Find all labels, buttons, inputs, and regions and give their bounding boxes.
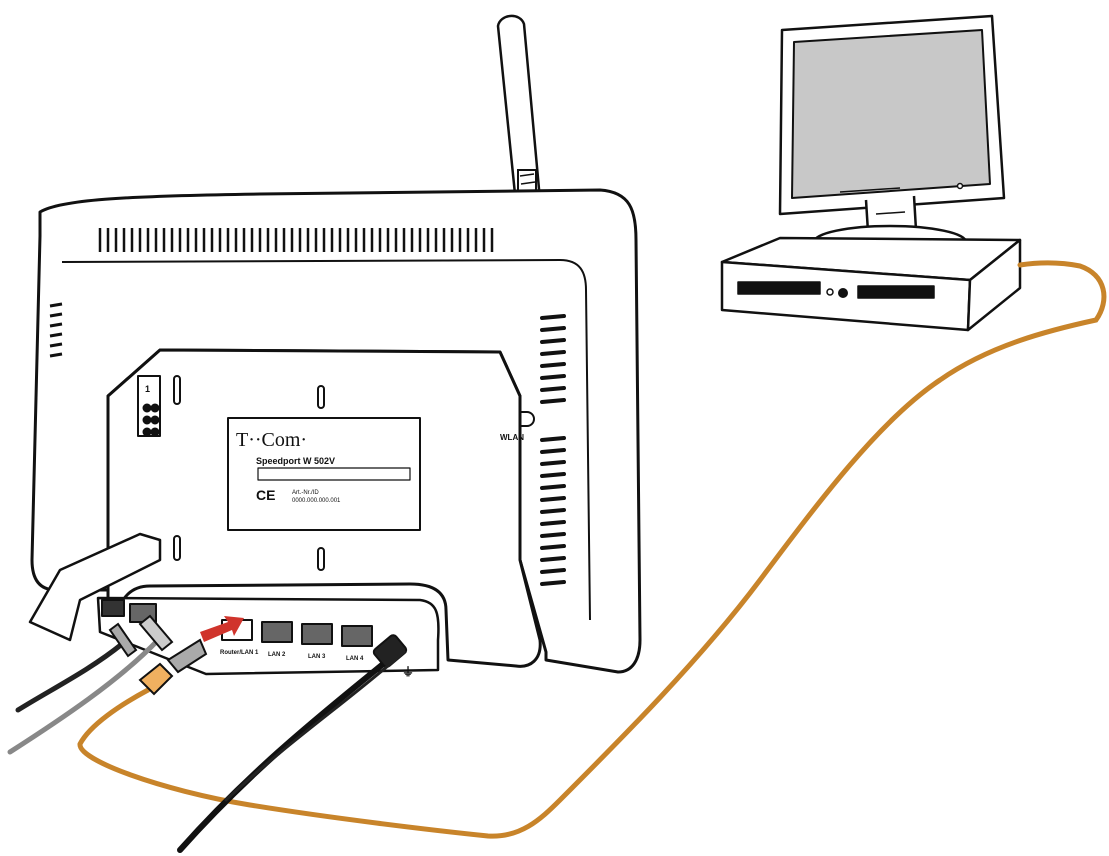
lan-port-4 [341,625,373,647]
side-vent [540,314,566,586]
drive-slot [737,281,821,295]
port-label-router-lan1: Router/LAN 1 [220,650,259,656]
monitor-screen [791,29,991,199]
dsl-port-label: 1 [145,384,150,394]
label-field [257,467,411,481]
port-label-lan2: LAN 2 [268,652,286,658]
rating-line-1: Art.-Nr./ID [292,490,319,496]
power-symbol: ⏚ [402,665,414,679]
splitter-cable [7,637,161,755]
top-vent [98,228,494,252]
lan-cable [77,260,1107,839]
brand-label: T··Com· [236,429,307,451]
rating-line-2: 0000.000.000.001 [292,498,341,504]
lan-plug [138,662,174,696]
optical-drive [857,285,935,299]
product-label: Speedport W 502V [256,456,335,466]
wlan-button-label: WLAN [500,433,524,442]
insert-arrow [200,616,244,642]
power-cable [177,647,403,853]
computer [720,14,1022,332]
power-button [838,288,848,298]
lan-port-2 [261,621,293,643]
dsl-cable [15,641,125,713]
ce-mark: CE [256,487,275,503]
left-vent [49,302,63,358]
router [28,188,642,676]
power-led [826,288,834,296]
desktop-case-side [966,238,1022,332]
port-label-lan4: LAN 4 [346,656,364,662]
cables [7,614,408,853]
lan-port-3 [301,623,333,645]
port-label-lan3: LAN 3 [308,654,326,660]
